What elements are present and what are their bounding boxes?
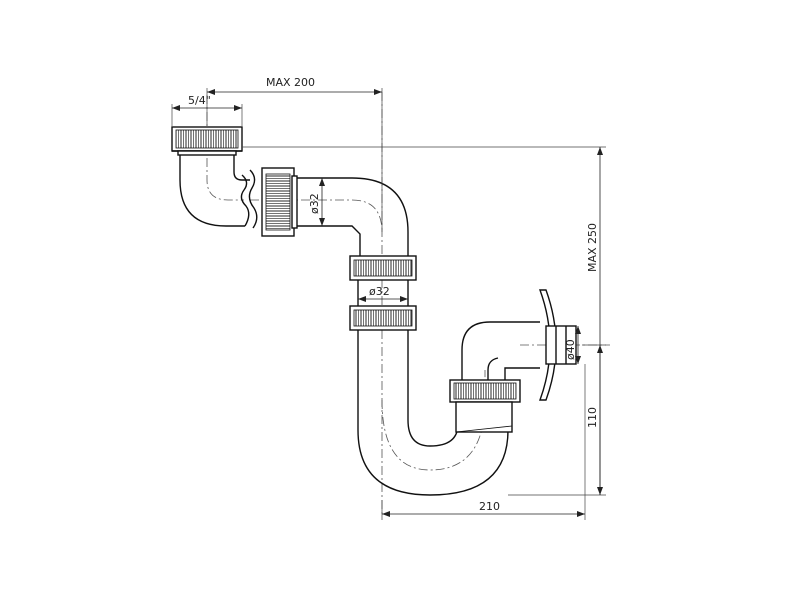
inlet-diameter-label: ø32 (308, 193, 321, 214)
dimension-lines (171, 89, 603, 517)
lower-vertical-nut (349, 305, 417, 331)
thread-size-label: 5/4" (188, 94, 211, 107)
max-width-label: MAX 200 (266, 76, 315, 89)
extension-lines (206, 88, 606, 520)
siphon-pipe (179, 150, 540, 496)
mid-diameter-label: ø32 (369, 285, 390, 298)
dimension-labels: MAX 200 5/4" ø32 ø32 ø40 MAX 250 110 210 (188, 76, 599, 513)
outlet-diameter-label: ø40 (564, 339, 577, 360)
outlet-offset-label: 210 (479, 500, 500, 513)
upper-vertical-nut (349, 255, 417, 281)
inlet-nut (171, 126, 243, 156)
wall-rosette (539, 289, 577, 401)
outlet-height-label: 110 (586, 407, 599, 428)
outlet-nut (449, 379, 521, 433)
max-height-label: MAX 250 (586, 223, 599, 272)
horizontal-slip-nut (261, 167, 298, 237)
